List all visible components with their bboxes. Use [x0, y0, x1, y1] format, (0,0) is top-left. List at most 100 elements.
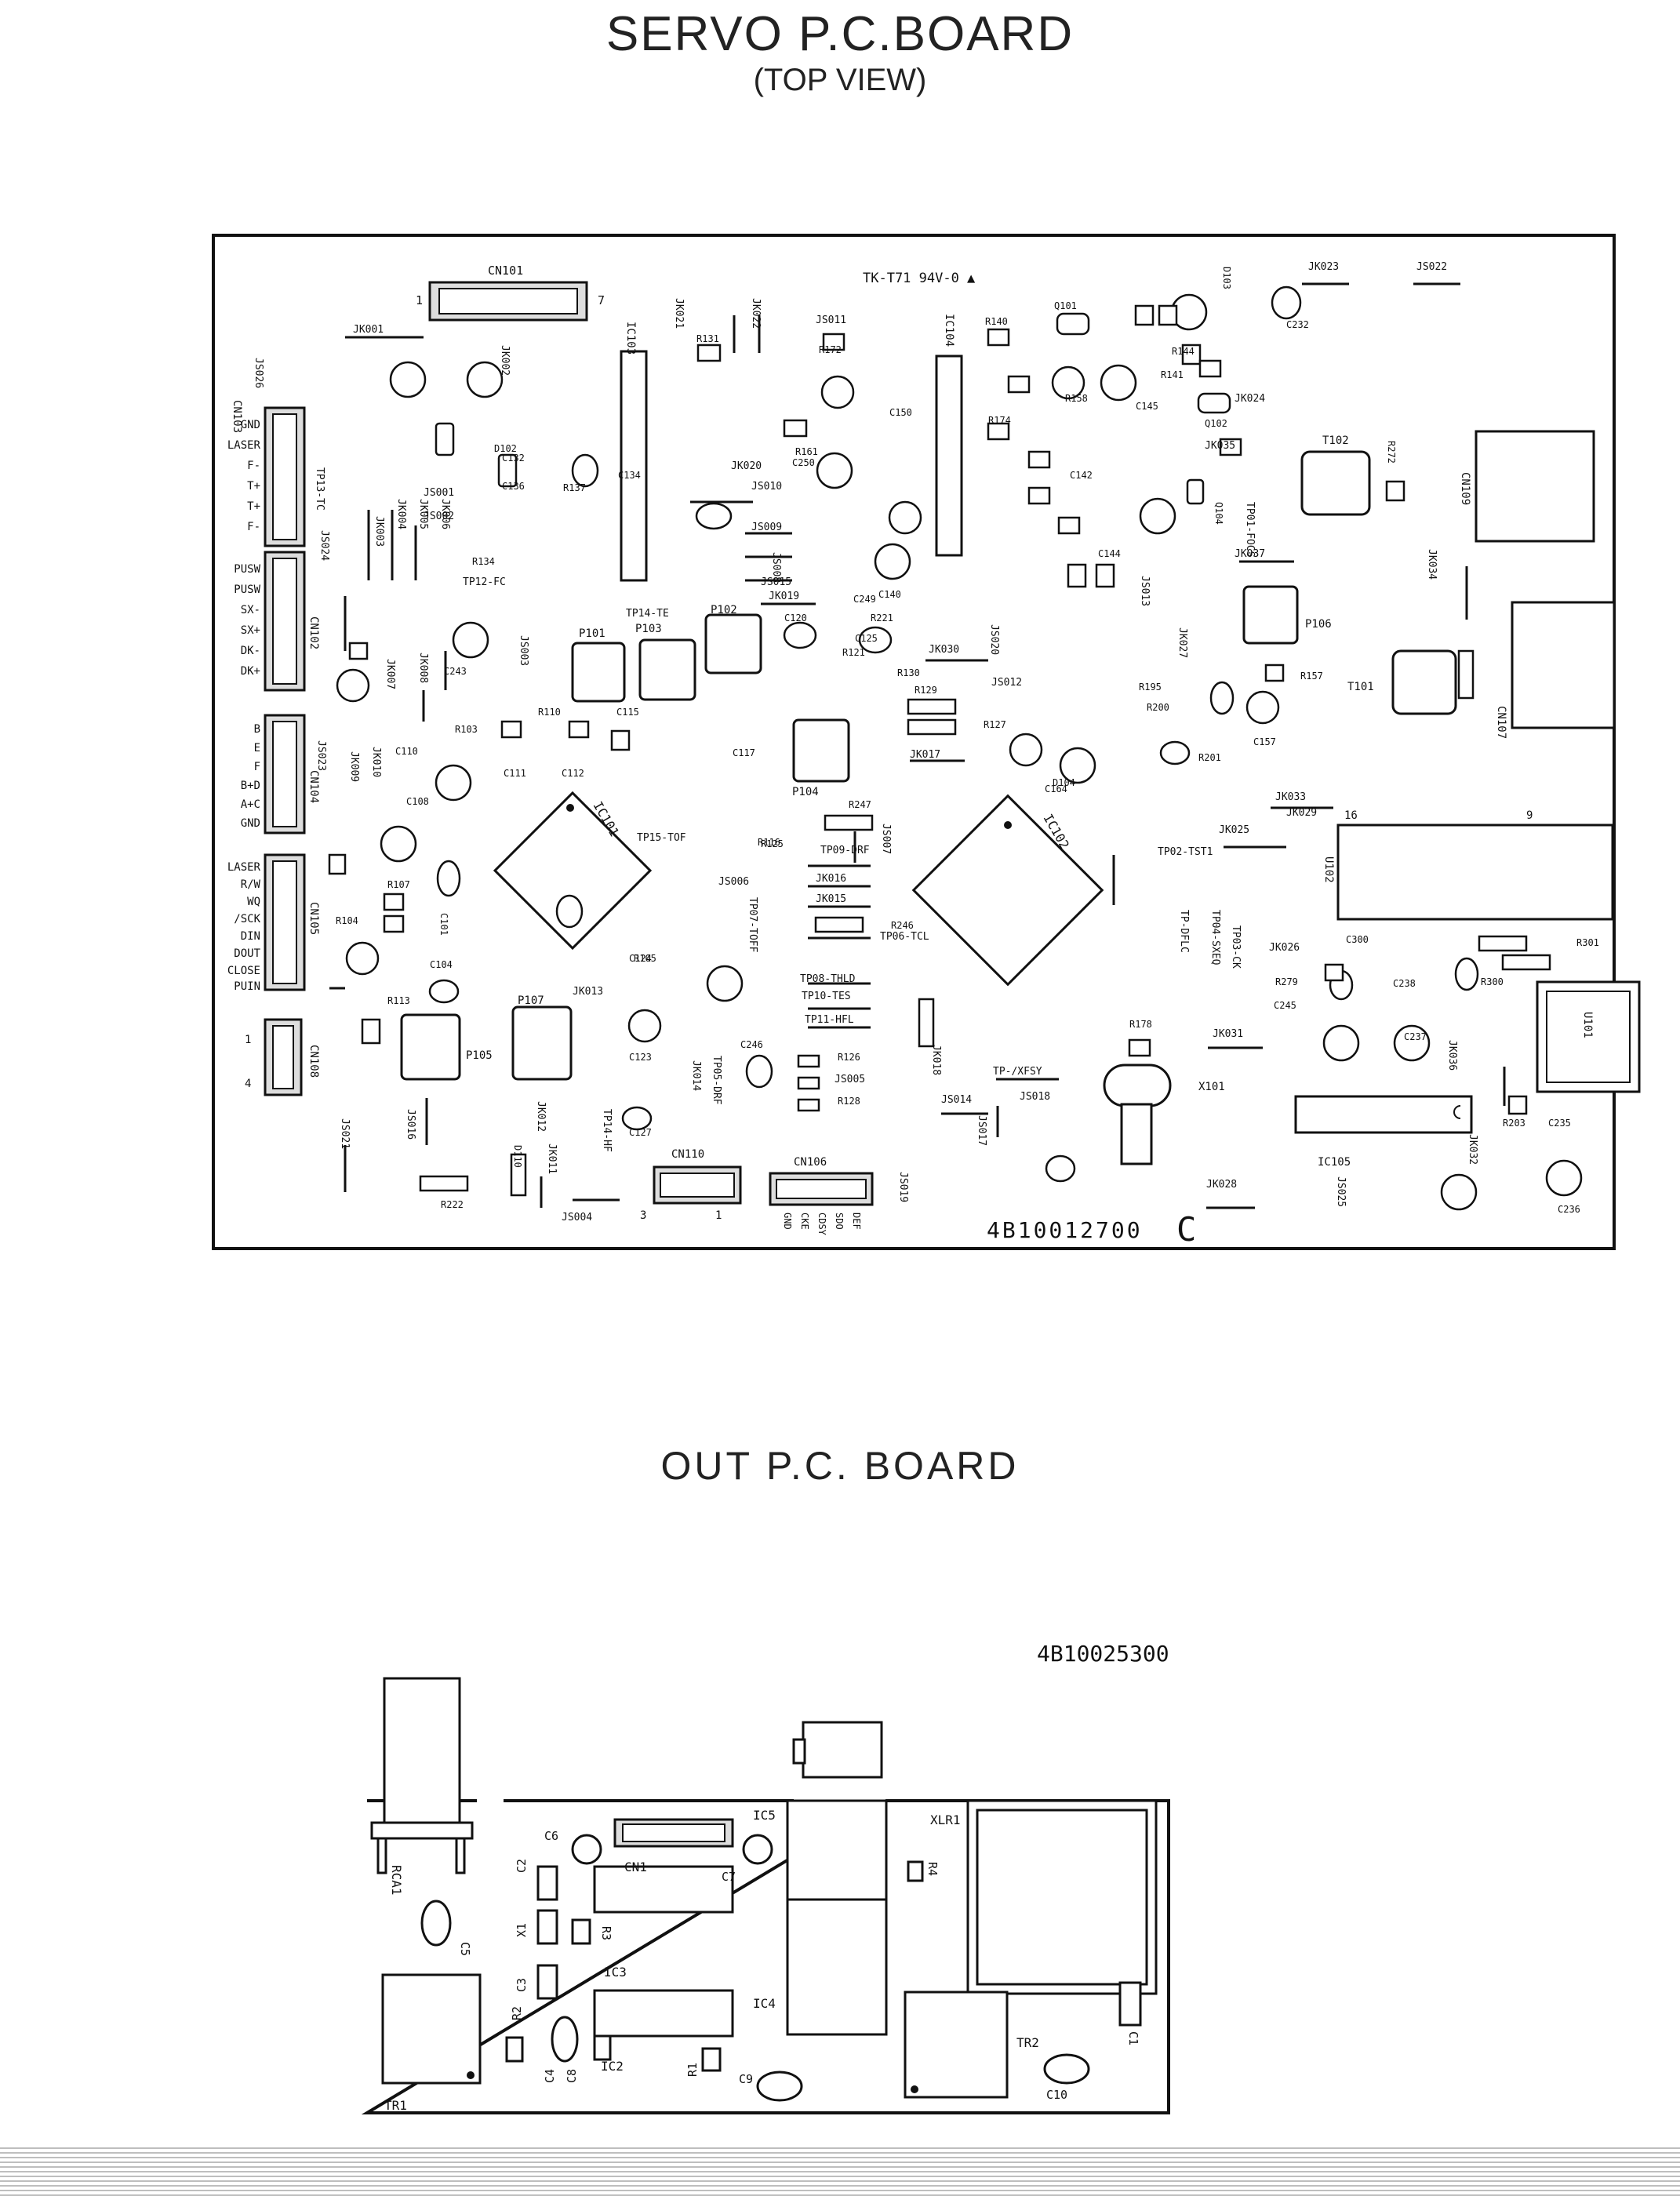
cap-c170	[820, 375, 855, 409]
r176-label: R174	[988, 415, 1011, 426]
jumper-labels: JK001 JK002 JK003 JK004 JK005 JK006 JK00…	[348, 261, 1478, 1191]
ic105: IC105	[1294, 1095, 1473, 1169]
js001-label: JS001	[424, 487, 454, 499]
r279-label: R247	[849, 799, 871, 810]
c101-label: C101	[438, 913, 449, 936]
c131-label: C132	[502, 453, 525, 464]
r128-label: R128	[838, 1096, 860, 1107]
tr2-label: TR2	[1016, 2035, 1039, 2050]
c245-label: C245	[1274, 1000, 1296, 1011]
jk003-label: JK003	[373, 516, 385, 547]
jk014-label: JK014	[690, 1060, 702, 1091]
js021-label: JS021	[339, 1118, 351, 1149]
connector-cn103: CN103 GND LASER F- T+ T+ F-	[227, 400, 306, 547]
js010-label: JS010	[751, 481, 782, 493]
cap-c148	[389, 361, 427, 398]
cap-c104b	[428, 979, 460, 1004]
cn103-pin-6: F-	[247, 521, 260, 533]
cn1: CN1	[613, 1818, 734, 1874]
r125-label: R125	[761, 838, 784, 849]
cap-c226	[1440, 1173, 1478, 1211]
xlr1-label: XLR1	[930, 1812, 961, 1827]
cap-c232	[1271, 285, 1302, 320]
out-small-parts	[420, 1834, 1142, 2102]
r138-label: R137	[563, 482, 586, 493]
cn110-label: CN110	[671, 1148, 704, 1161]
r302-label: R300	[1481, 976, 1504, 987]
jk002-label: JK002	[499, 345, 511, 376]
ic3-label: IC3	[604, 1965, 627, 1980]
connector-cn104: CN104 B E F B+D A+C GND	[241, 714, 320, 834]
c3-label: C3	[515, 1978, 529, 1992]
c127-label: C127	[629, 1127, 652, 1138]
probe-pads	[400, 585, 1299, 1081]
cn110-pin-last: 1	[715, 1209, 722, 1222]
r200-label: R195	[1139, 682, 1162, 693]
cn106-label: CN106	[794, 1156, 827, 1169]
tp03-label: TP03-CK	[1230, 925, 1242, 969]
r126-label: R126	[838, 1052, 860, 1063]
jk022-label: JK023	[1308, 261, 1339, 273]
rca1-label: RCA1	[389, 1865, 404, 1896]
cn104-pin-3: F	[254, 761, 260, 773]
rca1-jack	[370, 1677, 474, 1874]
cap-c107	[436, 860, 461, 897]
c237-label: C237	[1404, 1031, 1427, 1042]
cn102-pin-3: SX-	[241, 604, 260, 616]
js002-label: JS002	[424, 511, 454, 522]
c6-body	[571, 1834, 602, 1865]
c232-label: C232	[1286, 319, 1309, 330]
probe-p104	[792, 718, 850, 783]
jk029-label: JK030	[929, 644, 959, 656]
r3-label: R3	[599, 1926, 613, 1940]
r105-label: R105	[634, 953, 656, 964]
r134-label: R134	[472, 556, 495, 567]
cap-c127	[621, 1106, 653, 1131]
c117-label: C117	[733, 747, 755, 758]
r131-label: R131	[696, 333, 719, 344]
cap-c106	[380, 825, 417, 863]
connector-cn105: CN105 LASER R/W WQ /SCK DIN DOUT CLOSE P…	[227, 853, 320, 993]
c125-label: C125	[855, 633, 878, 644]
c4-body	[551, 2016, 579, 2063]
cap-c146	[1051, 365, 1085, 400]
servo-board-title: SERVO P.C.BOARD	[605, 7, 1075, 61]
r110-label: R110	[538, 707, 561, 718]
xlr1-connector	[966, 1799, 1158, 1995]
cap-c128	[695, 502, 733, 530]
c139-label: C140	[878, 589, 901, 600]
js024-label: JS024	[318, 530, 330, 561]
cn103-pin-4: T+	[247, 480, 260, 493]
c6-label: C6	[544, 1829, 558, 1843]
cap-c147	[466, 361, 504, 398]
cap-c114	[336, 668, 370, 703]
q101-label: Q101	[1054, 300, 1077, 311]
q102-label: Q102	[1205, 418, 1227, 429]
jk017-label: JK017	[910, 749, 940, 761]
c5-body	[420, 1900, 452, 1947]
cap-c108	[435, 764, 472, 802]
cn102-pin-1: PUSW	[234, 563, 260, 576]
js006-label: JS006	[718, 876, 749, 888]
transformer-t102: T102	[1300, 434, 1371, 516]
c115-label: C115	[616, 707, 639, 718]
jk033-label: JK034	[1426, 549, 1438, 580]
connector-cn107: CN107	[1495, 601, 1616, 739]
js019-label: JS019	[897, 1172, 909, 1202]
jk025-label: JK026	[1269, 942, 1300, 954]
jumper-lines	[329, 282, 1506, 1209]
js020-label: JS020	[988, 624, 1000, 655]
js011-label: JS011	[816, 314, 846, 326]
c2-body	[536, 1865, 558, 1901]
cap-c120	[783, 621, 817, 649]
r121-label: R121	[842, 647, 865, 658]
js022-label: JS022	[1416, 261, 1447, 273]
r195-label: R178	[1129, 1019, 1152, 1030]
c104-label: C104	[430, 959, 453, 970]
cn104-label: CN104	[307, 770, 320, 803]
r1-label: R1	[685, 2063, 700, 2077]
r220-label: R203	[1503, 1118, 1525, 1129]
c8-label: C8	[565, 2069, 579, 2083]
r3-body	[571, 1918, 591, 1945]
